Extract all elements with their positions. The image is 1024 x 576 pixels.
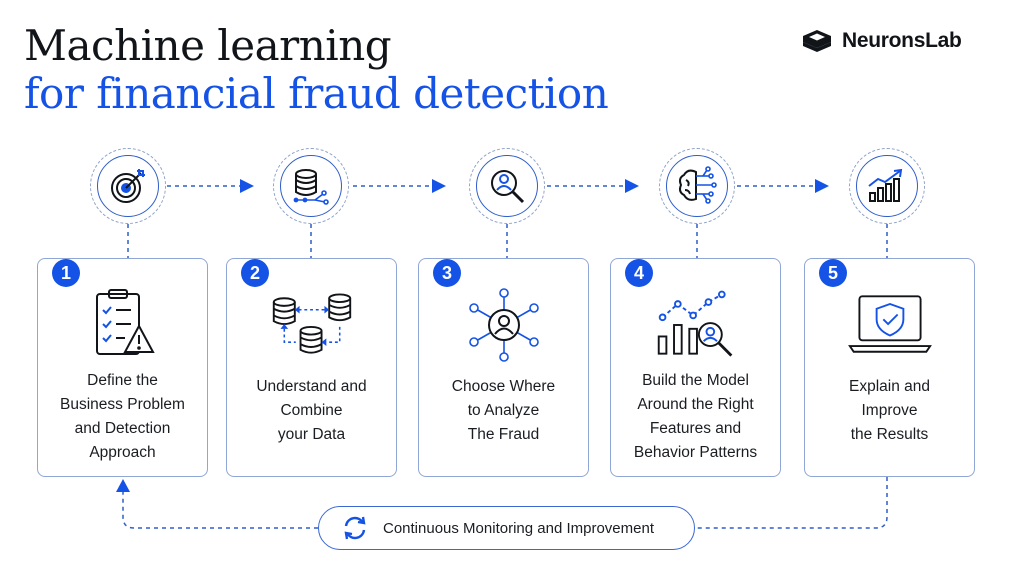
step-2-icon-circle: [273, 148, 349, 224]
brand-logo: NeuronsLab: [800, 26, 962, 56]
step-1-icon-circle: [90, 148, 166, 224]
step-5-label: Explain and Improve the Results: [848, 378, 930, 443]
magnifier-user-icon: [491, 170, 525, 204]
title-line-2: for financial fraud detection: [24, 69, 609, 118]
brand-name: NeuronsLab: [842, 29, 962, 52]
step-3-icon-circle: [469, 148, 545, 224]
title-line-1: Machine learning: [24, 21, 392, 70]
continuous-monitoring-label: Continuous Monitoring and Improvement: [383, 519, 654, 537]
step-1-label: Define the Business Problem and Detectio…: [60, 372, 185, 461]
step-number-badge: 3: [433, 259, 461, 287]
step-card-1: 1 Define the Business Problem and Detect…: [37, 258, 208, 477]
continuous-monitoring-pill: Continuous Monitoring and Improvement: [318, 506, 695, 550]
page-title: Machine learning for financial fraud det…: [24, 21, 609, 118]
brain-circuit-icon: [679, 166, 717, 204]
chart-magnifier-icon: [657, 290, 732, 357]
target-icon: [111, 169, 145, 203]
database-icon: [293, 169, 329, 205]
step-card-3: 3 Choose Where to Analyze The Fraud: [418, 258, 589, 477]
step-4-icon-circle: [659, 148, 735, 224]
step-5-icon-circle: [849, 148, 925, 224]
laptop-shield-icon: [847, 295, 932, 353]
step-card-5: 5 Explain and Improve the Results: [804, 258, 975, 477]
step-number-badge: 5: [819, 259, 847, 287]
neuronslab-logo-icon: [803, 30, 831, 52]
databases-sync-icon: [272, 293, 351, 354]
checklist-warning-icon: [95, 289, 155, 355]
refresh-icon: [344, 516, 366, 540]
growth-chart-icon: [868, 168, 903, 202]
step-4-label: Build the Model Around the Right Feature…: [633, 372, 758, 461]
step-number-badge: 1: [52, 259, 80, 287]
step-number-badge: 4: [625, 259, 653, 287]
user-network-icon: [468, 288, 539, 362]
step-number-badge: 2: [241, 259, 269, 287]
step-2-label: Understand and Combine your Data: [256, 378, 367, 443]
step-card-2: 2: [226, 258, 397, 477]
step-3-label: Choose Where to Analyze The Fraud: [451, 378, 556, 443]
step-card-4: 4 Build the Model Around the Right Featu…: [610, 258, 781, 477]
